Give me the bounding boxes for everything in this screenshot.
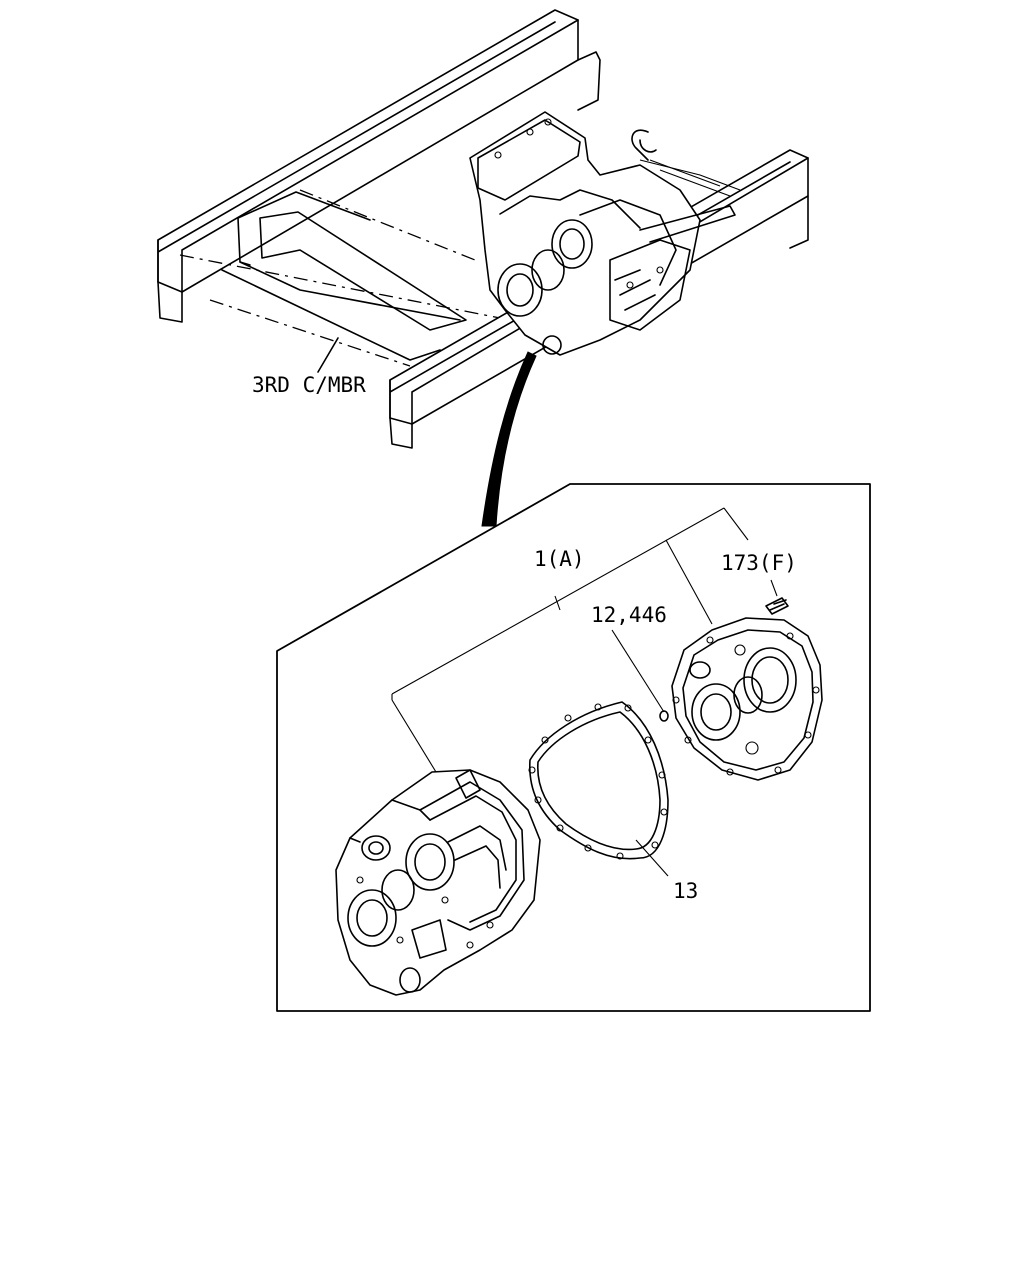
chassis-frame-illustration	[157, 9, 809, 449]
transmission-on-frame	[469, 111, 741, 356]
third-crossmember	[179, 189, 501, 367]
bolt-173	[765, 597, 789, 615]
part-13-label: 13	[673, 879, 698, 903]
callout-leader-lines	[391, 507, 778, 877]
crossmember-label: 3RD C/MBR	[252, 373, 366, 397]
part-12-label: 12,446	[591, 603, 667, 627]
part-1-label: 1(A)	[534, 547, 585, 571]
crossmember-leader-line	[317, 337, 339, 373]
detail-panel-border	[276, 483, 871, 1012]
frame-rail-left	[157, 9, 601, 323]
transmission-case-1	[335, 769, 541, 996]
clutch-housing-cover	[671, 617, 823, 781]
dowel-pin-12	[659, 710, 669, 722]
part-173-label: 173(F)	[721, 551, 797, 575]
gasket-13	[528, 701, 669, 860]
